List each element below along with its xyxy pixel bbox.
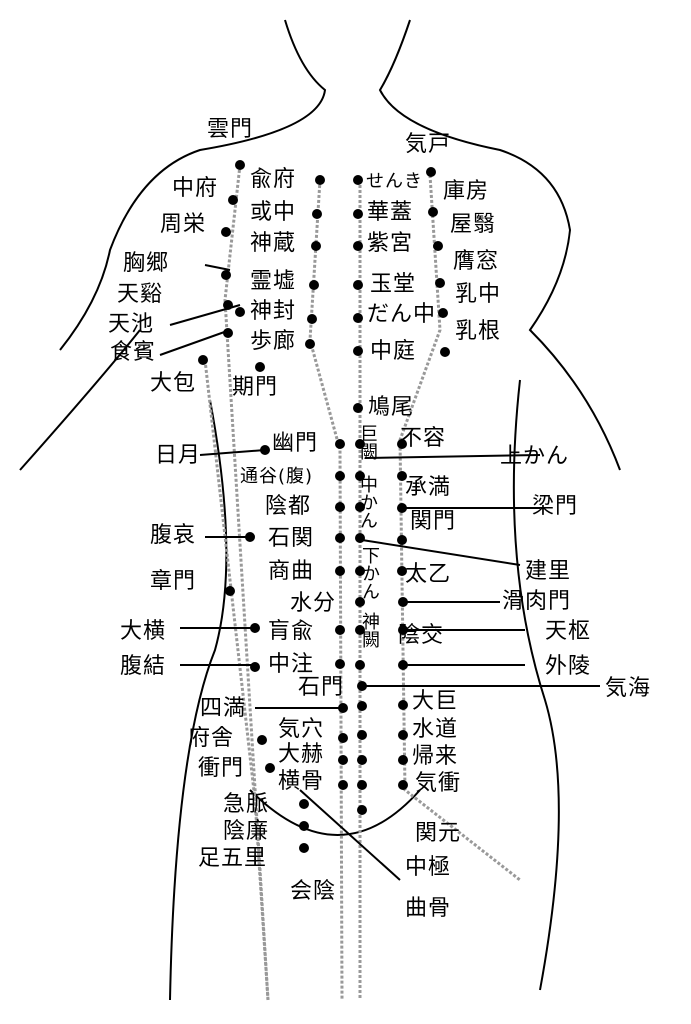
label-shinketsu: 神闕	[359, 612, 380, 648]
label-shokutoku: 食賓	[110, 340, 157, 365]
label-daikaku: 大赫	[278, 742, 325, 767]
label-gyokudo: 玉堂	[370, 272, 417, 297]
label-kagai: 華蓋	[367, 200, 414, 225]
label-shomon2: 衝門	[198, 756, 245, 781]
label-yoso: 膺窓	[453, 249, 500, 274]
label-fukketsu: 腹結	[120, 654, 167, 679]
label-kisho: 気衝	[415, 771, 462, 796]
label-kirai: 帰来	[412, 744, 459, 769]
acupoints	[198, 160, 450, 853]
label-okotsu: 横骨	[278, 769, 325, 794]
label-kimon: 期門	[232, 375, 279, 400]
label-kyumyaku: 急脈	[223, 792, 270, 817]
label-into: 陰都	[265, 494, 312, 519]
label-ashigori: 足五里	[198, 846, 268, 871]
label-chutei: 中庭	[370, 339, 417, 364]
label-shiman: 四満	[200, 696, 247, 721]
label-kyokyo: 胸郷	[123, 251, 170, 276]
label-kanmon: 関門	[410, 509, 457, 534]
label-shoman: 承満	[405, 475, 452, 500]
label-kangen: 関元	[415, 821, 462, 846]
label-kiko: 気戸	[405, 132, 452, 157]
label-jokan: 上かん	[500, 444, 570, 469]
label-reikyo: 霊墟	[250, 269, 297, 294]
label-chukan: 中かん	[357, 475, 378, 529]
label-taiitsu: 太乙	[405, 562, 452, 587]
label-sekimon: 石門	[298, 675, 345, 700]
label-shinzo: 神蔵	[250, 231, 297, 256]
label-kenri: 建里	[525, 559, 572, 584]
label-fusha: 府舎	[188, 726, 235, 751]
label-tensu: 天枢	[545, 619, 592, 644]
label-horo: 歩廊	[250, 329, 297, 354]
label-daiko: 大巨	[412, 689, 459, 714]
label-chufu: 中府	[172, 176, 219, 201]
label-suido: 水道	[412, 717, 459, 742]
label-nyuchu: 乳中	[455, 282, 502, 307]
label-shokyoku: 商曲	[268, 559, 315, 584]
label-shuei: 周栄	[160, 212, 207, 237]
label-chukyoku: 中極	[405, 855, 452, 880]
label-kobo: 庫房	[443, 179, 490, 204]
label-tenchi: 天池	[108, 312, 155, 337]
body-outline	[19, 19, 621, 1001]
label-tenkei: 天谿	[117, 282, 164, 307]
label-unmon: 雲門	[207, 117, 254, 142]
label-ein: 会陰	[290, 879, 337, 904]
label-wakuchu: 或中	[250, 200, 297, 225]
label-suibun: 水分	[290, 591, 337, 616]
label-danchu: だん中	[367, 302, 437, 327]
label-kyubi: 鳩尾	[368, 395, 415, 420]
label-shomon: 章門	[150, 569, 197, 594]
label-koketsu: 巨闕	[357, 424, 378, 460]
label-ryomon: 梁門	[532, 494, 579, 519]
label-katsunikumon: 滑肉門	[502, 589, 572, 614]
label-kiketsu: 気穴	[278, 717, 325, 742]
label-fukuai: 腹哀	[150, 523, 197, 548]
label-shikyu: 紫宮	[367, 231, 414, 256]
label-yumon: 幽門	[272, 431, 319, 456]
label-fuyo: 不容	[400, 426, 447, 451]
label-inko: 陰交	[398, 623, 445, 648]
label-kyokukotsu: 曲骨	[405, 896, 452, 921]
label-sekikan: 石関	[268, 526, 315, 551]
label-senki: せんき	[366, 171, 423, 192]
label-shinpo: 神封	[250, 299, 297, 324]
label-taiho: 大包	[150, 371, 197, 396]
label-tsukoku: 通谷(腹)	[240, 466, 314, 487]
label-yufu: 兪府	[250, 167, 297, 192]
label-chuchu: 中注	[268, 652, 315, 677]
label-jitsugetsu: 日月	[155, 443, 202, 468]
label-gairyo: 外陵	[545, 654, 592, 679]
label-koyu: 肓兪	[268, 619, 315, 644]
label-kikai: 気海	[605, 676, 652, 701]
label-daio: 大横	[120, 619, 167, 644]
label-nyukon: 乳根	[455, 319, 502, 344]
label-okuei: 屋翳	[450, 212, 497, 237]
label-gekan: 下かん	[359, 546, 380, 600]
label-inren: 陰廉	[223, 819, 270, 844]
